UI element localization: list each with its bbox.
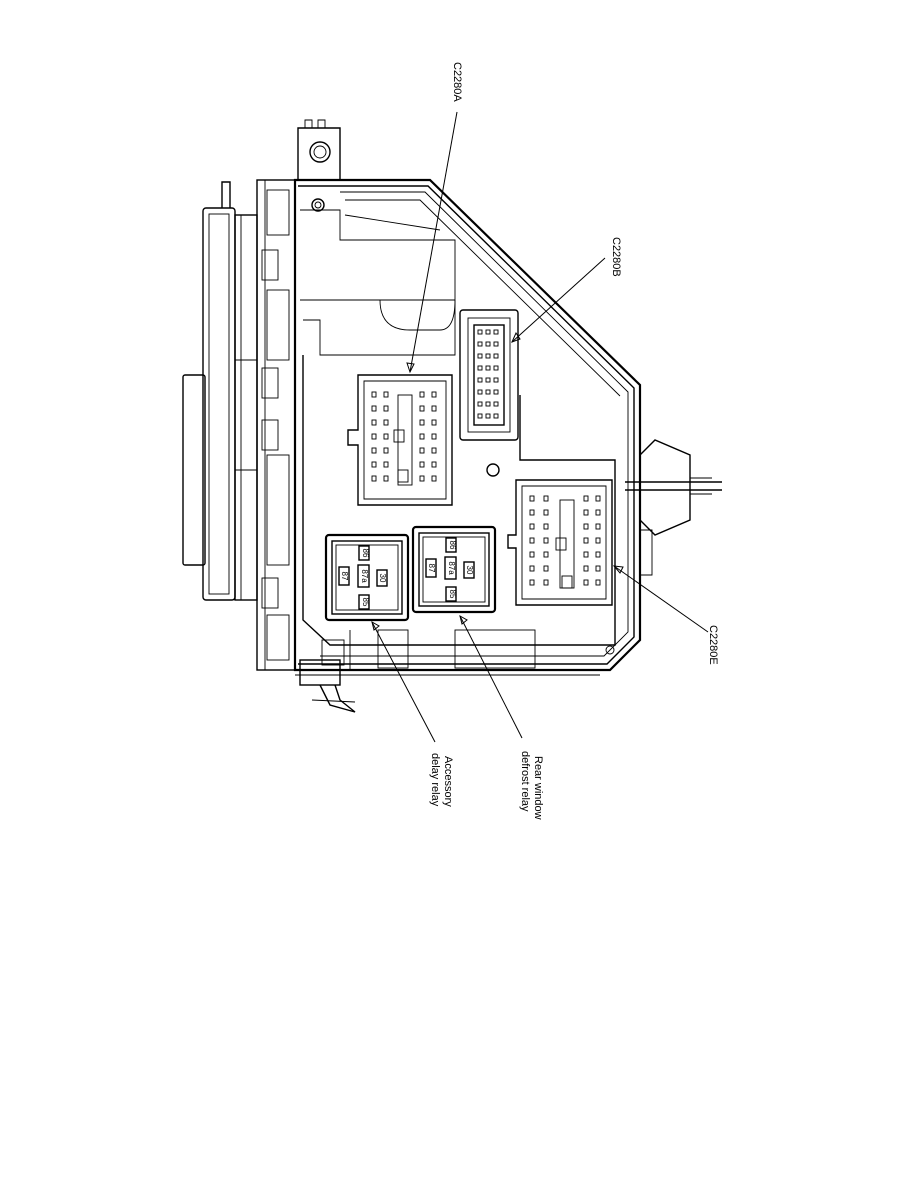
accessory-pin-86: 86 (361, 549, 370, 558)
c2280a-pins (371, 391, 437, 482)
accessory-pin-85: 85 (361, 598, 370, 607)
connector-c2280b (459, 309, 519, 441)
arrowhead-rear-window-relay (459, 614, 468, 625)
rear-window-pin-86: 86 (448, 541, 457, 550)
c2280e-pins (529, 495, 601, 586)
leader-lines (371, 111, 709, 743)
rear-window-defrost-relay: 86 87 87a 30 85 (411, 525, 497, 614)
accessory-pin-30: 30 (378, 574, 387, 583)
rear-window-pin-87a: 87a (447, 561, 456, 575)
left-housing-flange (182, 179, 296, 671)
connector-c2280e (507, 479, 613, 606)
leader-accessory-relay (371, 621, 436, 743)
arrowhead-c2280a (406, 362, 415, 374)
leader-c2280a (409, 111, 458, 373)
callout-labels: C2280A C2280B C2280E Rear window defrost… (429, 62, 719, 820)
arrowhead-c2280e (612, 565, 624, 574)
arrowhead-c2280b (511, 331, 521, 343)
label-c2280a: C2280A (451, 62, 463, 102)
rear-window-pin-87: 87 (427, 564, 436, 573)
accessory-pin-87: 87 (340, 572, 349, 581)
main-housing (293, 178, 722, 676)
label-rear-window-relay-line2: defrost relay (519, 751, 531, 812)
bottom-bracket (299, 630, 356, 713)
accessory-pin-87a: 87a (360, 569, 369, 583)
connector-c2280a (347, 374, 453, 506)
leader-c2280b (511, 257, 606, 343)
label-accessory-relay-line1: Accessory (442, 756, 454, 807)
leader-c2280e (613, 565, 709, 633)
label-c2280b: C2280B (610, 237, 622, 277)
label-rear-window-relay-line1: Rear window (532, 756, 544, 820)
arrowhead-accessory-relay (371, 620, 380, 631)
label-c2280e: C2280E (707, 625, 719, 665)
rear-window-pin-30: 30 (465, 566, 474, 575)
top-mounting-tab (297, 119, 341, 212)
rear-window-pin-85: 85 (448, 590, 457, 599)
leader-rear-window-relay (459, 615, 523, 739)
label-accessory-relay-line2: delay relay (429, 753, 441, 807)
c2280b-pins (477, 329, 499, 419)
accessory-delay-relay: 86 87 87a 30 85 (324, 533, 410, 622)
